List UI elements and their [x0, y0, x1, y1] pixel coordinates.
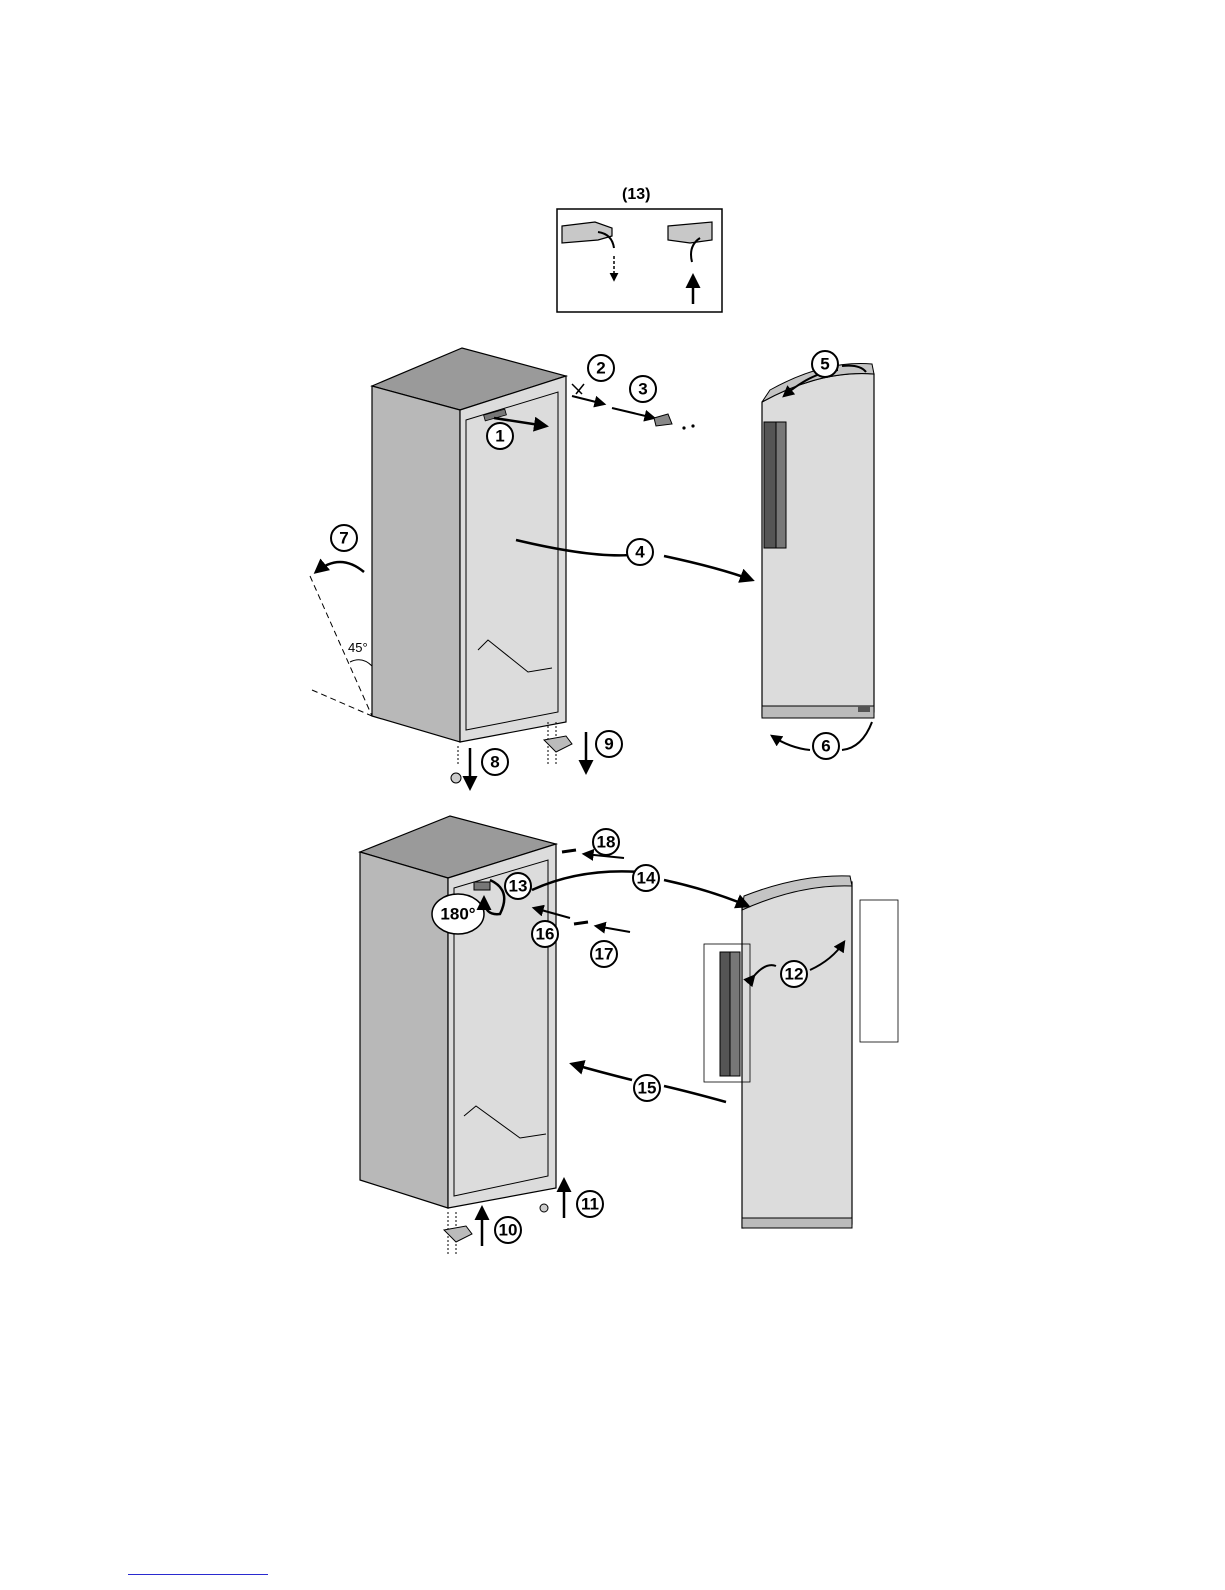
step-6: 6: [813, 733, 839, 759]
svg-text:9: 9: [604, 735, 613, 754]
step-1: 1: [487, 423, 513, 449]
svg-text:2: 2: [596, 359, 605, 378]
door-lower: [704, 876, 898, 1228]
inset-caption: (13): [622, 186, 650, 203]
step-10: 10: [495, 1217, 521, 1243]
step-7: 7: [331, 525, 357, 551]
step-18: 18: [593, 829, 619, 855]
step-5: 5: [812, 351, 838, 377]
svg-text:13: 13: [509, 877, 528, 896]
svg-text:4: 4: [635, 543, 645, 562]
footer-rule: [128, 1574, 268, 1575]
svg-text:14: 14: [637, 869, 656, 888]
svg-text:12: 12: [785, 965, 804, 984]
hinge-inset: (13): [557, 186, 722, 312]
angle-label: 45°: [348, 640, 368, 655]
step-4: 4: [627, 539, 653, 565]
step-3: 3: [630, 376, 656, 402]
rotate-label: 180°: [440, 905, 475, 924]
svg-text:5: 5: [820, 355, 829, 374]
step-8: 8: [482, 749, 508, 775]
svg-text:8: 8: [490, 753, 499, 772]
step-17: 17: [591, 941, 617, 967]
step-11: 11: [577, 1191, 603, 1217]
step-13: 13: [505, 873, 531, 899]
step-12: 12: [781, 961, 807, 987]
svg-text:16: 16: [536, 925, 555, 944]
svg-text:15: 15: [638, 1079, 657, 1098]
svg-text:11: 11: [581, 1195, 599, 1214]
svg-text:3: 3: [638, 380, 647, 399]
step-2: 2: [588, 355, 614, 381]
door-upper: [762, 364, 874, 718]
svg-text:17: 17: [595, 945, 614, 964]
cabinet-lower: 180°: [360, 816, 556, 1208]
svg-text:7: 7: [339, 529, 348, 548]
step-9: 9: [596, 731, 622, 757]
step-16: 16: [532, 921, 558, 947]
tilt-guide: 45°: [310, 562, 372, 716]
svg-text:1: 1: [495, 427, 504, 446]
step-15: 15: [634, 1075, 660, 1101]
svg-text:10: 10: [499, 1221, 518, 1240]
svg-text:6: 6: [821, 737, 830, 756]
step-14: 14: [633, 865, 659, 891]
svg-text:18: 18: [597, 833, 616, 852]
